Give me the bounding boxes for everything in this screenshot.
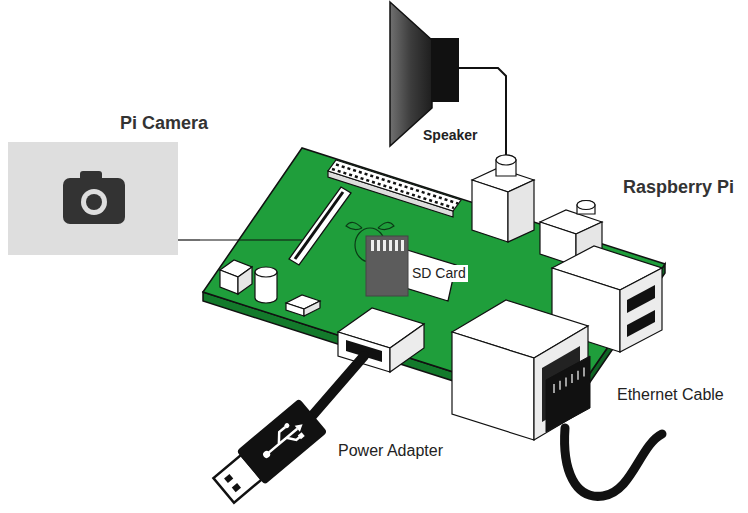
- ethernet-cable-label: Ethernet Cable: [617, 385, 724, 404]
- gpio-pins: [336, 165, 458, 204]
- plug-contact: [583, 368, 584, 377]
- sd-card-contact: [377, 240, 380, 251]
- speaker-wire: [459, 67, 486, 69]
- speaker: Speaker: [388, 0, 486, 148]
- power-adapter-label: Power Adapter: [338, 441, 443, 460]
- plug-contact: [571, 374, 572, 383]
- power-cable: [312, 356, 364, 416]
- raspberry-logo-leaves: [346, 222, 394, 229]
- audio-jack-barrel: [496, 155, 516, 176]
- sd-card-label: SD Card: [410, 265, 468, 282]
- camera-icon-lens: [86, 194, 102, 210]
- gpio-header: [328, 160, 461, 211]
- sd-card-contact: [371, 240, 374, 251]
- node-label: Raspberry Pi: [623, 177, 734, 199]
- ethernet-plug: [546, 356, 590, 432]
- camera-connector: [289, 187, 351, 265]
- camera-ribbon-cable: [200, 239, 302, 240]
- audio-jack-opening: [496, 155, 516, 165]
- plug-contact: [559, 381, 560, 390]
- plug-contact: [565, 377, 566, 386]
- speaker-magnet: [431, 38, 459, 102]
- component-front: [220, 270, 238, 294]
- cable-connector: [178, 239, 200, 240]
- node-label: Speaker: [423, 127, 477, 144]
- sd-card-contact: [389, 240, 392, 251]
- audio-jack-side: [508, 180, 534, 242]
- sd-card-contact: [383, 240, 386, 251]
- component-side: [304, 301, 320, 316]
- usb-slot: [627, 285, 655, 313]
- ethernet-cable: [565, 428, 662, 496]
- capacitor-top: [255, 267, 277, 277]
- sd-card: [366, 236, 408, 296]
- camera-module: Pi Camera: [8, 142, 178, 255]
- usb-symbol-dot: [283, 422, 290, 429]
- usb-plug-hole: [232, 483, 241, 492]
- video-jack-barrel: [577, 201, 595, 215]
- plug-contact: [553, 384, 554, 393]
- sd-card-contacts: [371, 240, 404, 251]
- plug-contact: [577, 371, 578, 380]
- camera-connector-slot: [295, 192, 343, 259]
- sd-card-contact: [401, 240, 404, 251]
- power-port-side: [390, 324, 424, 372]
- board-outline: [203, 148, 665, 408]
- board-illustration: [200, 140, 665, 445]
- camera-icon-body: [63, 178, 125, 224]
- cable-connector: [486, 68, 506, 140]
- usb-symbol-dot: [262, 449, 272, 459]
- usb-symbol-arrow: [295, 421, 306, 432]
- usb-plug-body: [236, 398, 327, 484]
- ethernet-port-front: [452, 332, 534, 440]
- raspberry-pi-board: Raspberry Pi: [200, 140, 665, 445]
- node-label: Pi Camera: [120, 113, 208, 135]
- camera-illustration: [8, 142, 178, 255]
- speaker-illustration: [388, 0, 486, 148]
- usb-slot: [627, 310, 655, 337]
- speaker-cone: [390, 2, 432, 146]
- ethernet-plug-contacts: [554, 368, 584, 394]
- usb-symbol-square: [298, 432, 305, 439]
- audio-jack-front: [472, 180, 508, 242]
- camera-icon-lens-ring: [81, 189, 107, 215]
- usb-port-side: [620, 268, 662, 352]
- usb-plug-hole: [224, 474, 233, 483]
- component-side: [238, 267, 252, 294]
- usb-plug: [210, 398, 328, 507]
- component-front: [286, 303, 304, 316]
- gpio-pins: [332, 169, 454, 208]
- sd-card-contact: [395, 240, 398, 251]
- video-jack-opening: [577, 201, 595, 210]
